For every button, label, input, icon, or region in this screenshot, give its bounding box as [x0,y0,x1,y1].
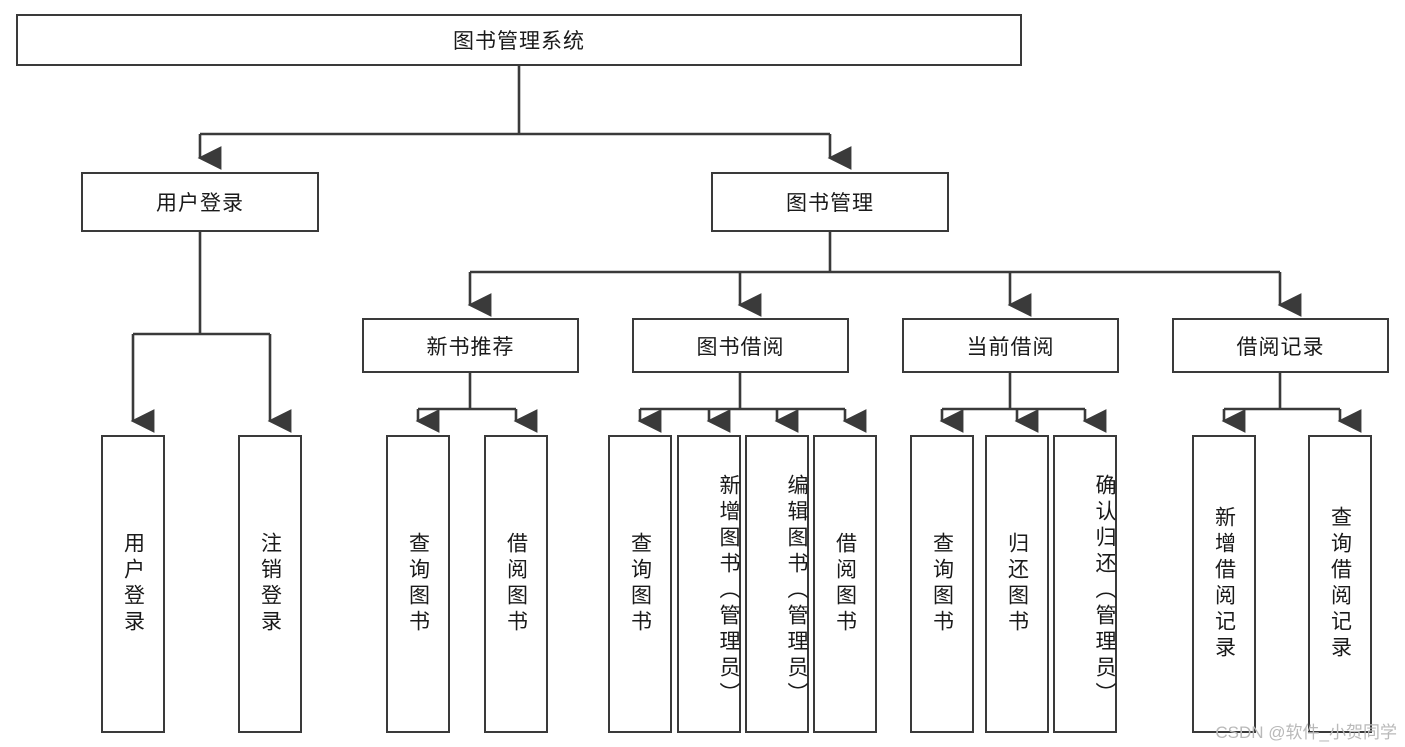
node-leaf-logout[interactable]: 注销登录 [238,435,302,733]
node-user-login[interactable]: 用户登录 [81,172,319,232]
node-leaf-add-book-label: 新增图书（管理员） [717,474,740,708]
node-leaf-user-login-label: 用户登录 [121,532,145,636]
node-leaf-confirm-return[interactable]: 确认归还（管理员） [1053,435,1117,733]
node-leaf-edit-book[interactable]: 编辑图书（管理员） [745,435,809,733]
node-leaf-query-book-2[interactable]: 查询图书 [608,435,672,733]
node-leaf-return-book[interactable]: 归还图书 [985,435,1049,733]
node-current-borrow-label: 当前借阅 [966,335,1055,359]
node-book-borrow-label: 图书借阅 [696,335,785,359]
node-book-manage-label: 图书管理 [786,192,874,215]
node-leaf-borrow-book-1-label: 借阅图书 [504,532,528,636]
node-leaf-logout-label: 注销登录 [258,532,282,636]
node-leaf-borrow-book-1[interactable]: 借阅图书 [484,435,548,733]
node-current-borrow[interactable]: 当前借阅 [902,318,1119,373]
node-book-borrow[interactable]: 图书借阅 [632,318,849,373]
node-book-manage[interactable]: 图书管理 [711,172,949,232]
node-leaf-user-login[interactable]: 用户登录 [101,435,165,733]
node-leaf-query-book-1-label: 查询图书 [406,532,430,636]
node-user-login-label: 用户登录 [156,192,244,215]
node-new-book-recommend[interactable]: 新书推荐 [362,318,579,373]
node-leaf-query-record[interactable]: 查询借阅记录 [1308,435,1372,733]
node-borrow-record-label: 借阅记录 [1236,335,1325,359]
node-leaf-add-book[interactable]: 新增图书（管理员） [677,435,741,733]
node-leaf-add-record-label: 新增借阅记录 [1212,506,1236,662]
watermark-text: CSDN @软件_小贺同学 [1215,723,1397,742]
node-new-book-recommend-label: 新书推荐 [426,335,515,359]
node-leaf-borrow-book-2-label: 借阅图书 [833,532,857,636]
node-leaf-confirm-return-label: 确认归还（管理员） [1093,474,1116,708]
node-leaf-return-book-label: 归还图书 [1005,532,1029,636]
node-leaf-borrow-book-2[interactable]: 借阅图书 [813,435,877,733]
node-leaf-query-book-2-label: 查询图书 [628,532,652,636]
node-root[interactable]: 图书管理系统 [16,14,1022,66]
node-root-label: 图书管理系统 [453,30,585,53]
node-leaf-query-book-3-label: 查询图书 [930,532,954,636]
node-leaf-query-book-3[interactable]: 查询图书 [910,435,974,733]
node-leaf-edit-book-label: 编辑图书（管理员） [785,474,808,708]
node-borrow-record[interactable]: 借阅记录 [1172,318,1389,373]
node-leaf-query-book-1[interactable]: 查询图书 [386,435,450,733]
node-leaf-add-record[interactable]: 新增借阅记录 [1192,435,1256,733]
node-leaf-query-record-label: 查询借阅记录 [1328,506,1352,662]
